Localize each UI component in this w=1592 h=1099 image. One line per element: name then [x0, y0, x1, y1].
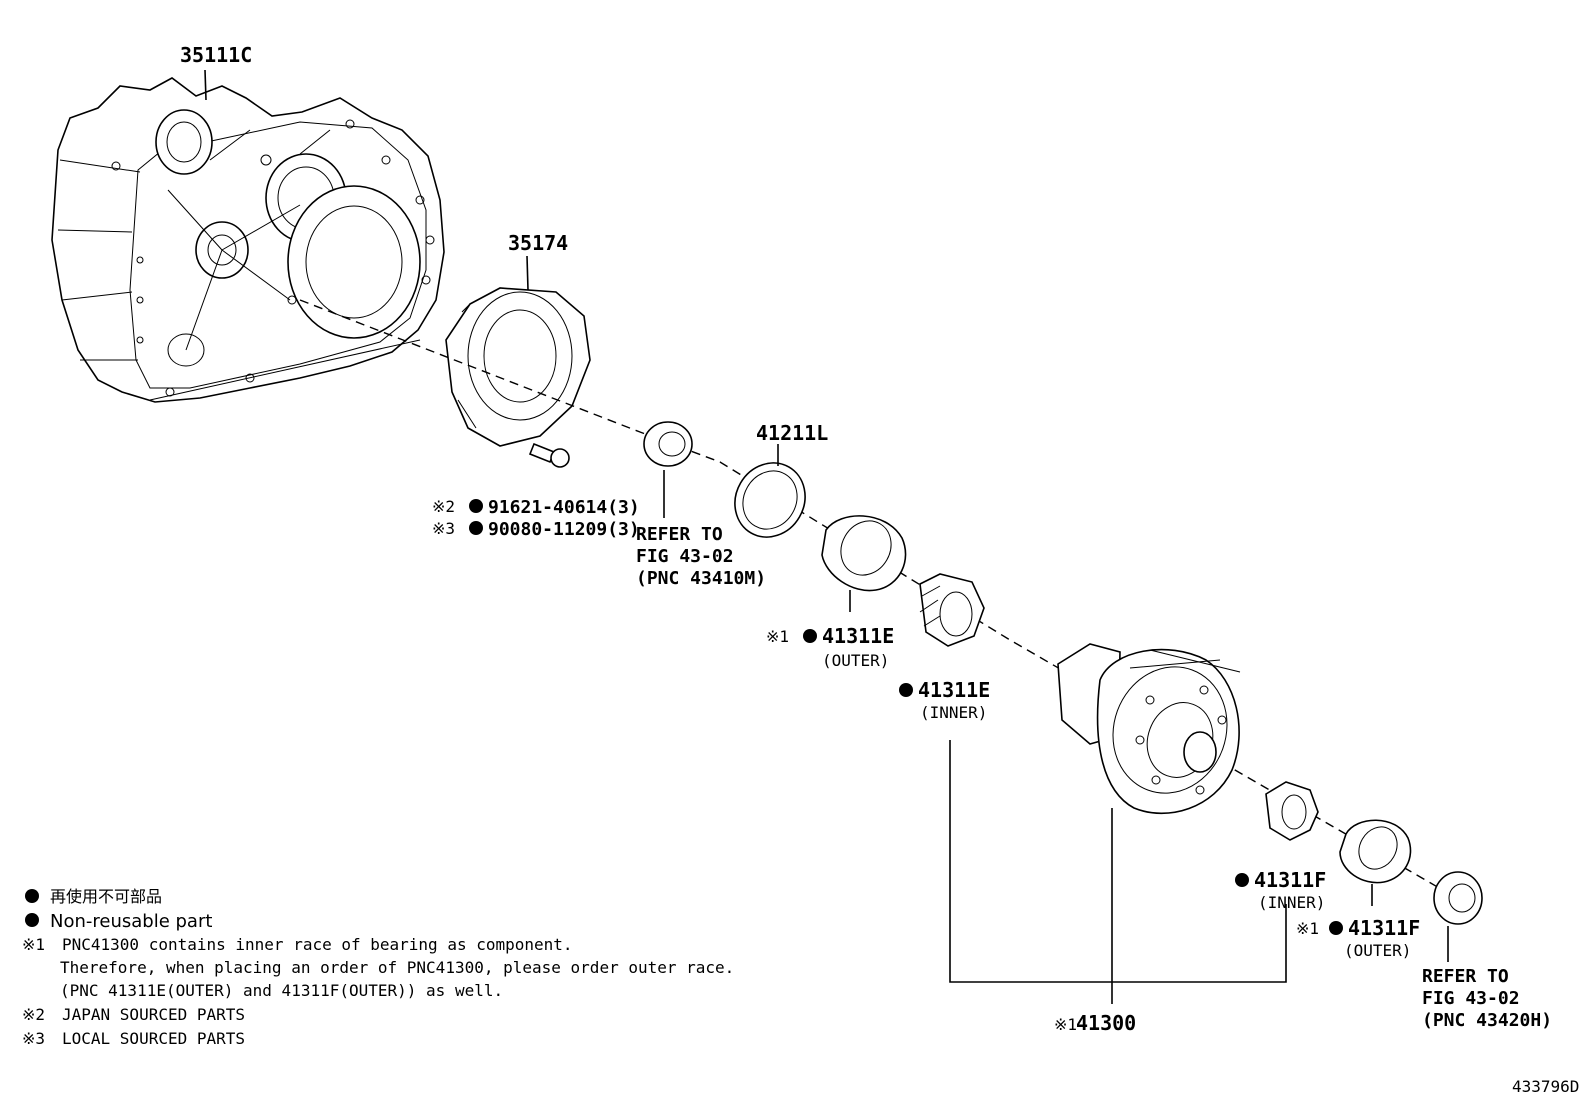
oil-seal-front-drawing — [643, 421, 693, 518]
bolt-drawing — [528, 442, 570, 468]
legend-non-reusable-en: Non-reusable part — [50, 911, 212, 932]
note1-line3: (PNC 41311E(OUTER) and 41311F(OUTER)) as… — [60, 981, 503, 1000]
note3-text: LOCAL SOURCED PARTS — [62, 1029, 245, 1048]
filled-circle-icon — [1329, 921, 1343, 935]
label-shim-pn: 41211L — [756, 421, 828, 445]
oil-seal-rear-drawing — [1433, 871, 1483, 962]
filled-circle-icon — [25, 913, 39, 927]
label-f-outer-sub: (OUTER) — [1344, 941, 1411, 960]
label-refer-rear-l3: (PNC 43420H) — [1422, 1010, 1552, 1031]
shim-drawing — [734, 444, 806, 538]
label-e-outer-sub: (OUTER) — [822, 651, 889, 670]
filled-circle-icon — [469, 521, 483, 535]
filled-circle-icon — [1235, 873, 1249, 887]
outer-race-f-drawing — [1339, 819, 1412, 906]
label-refer-rear-l2: FIG 43-02 — [1422, 988, 1520, 1009]
note1-mark: ※1 — [22, 935, 45, 954]
outer-race-e-drawing — [821, 515, 907, 612]
note2-text: JAPAN SOURCED PARTS — [62, 1005, 245, 1024]
label-assembly-mark: ※1 — [1054, 1015, 1077, 1034]
label-refer-front-l1: REFER TO — [636, 524, 723, 545]
note1-line1: PNC41300 contains inner race of bearing … — [62, 935, 573, 954]
assembly-bracket-line — [949, 740, 1287, 983]
label-refer-front-l3: (PNC 43410M) — [636, 568, 766, 589]
inner-race-f-drawing — [1265, 781, 1319, 841]
label-assembly-pn: 41300 — [1076, 1011, 1136, 1035]
inner-race-e-drawing — [919, 573, 985, 647]
label-refer-front-l2: FIG 43-02 — [636, 546, 734, 567]
legend-non-reusable-jp: 再使用不可部品 — [50, 887, 162, 906]
note1-line2: Therefore, when placing an order of PNC4… — [60, 958, 734, 977]
label-bolt-pn2: 90080-11209(3) — [488, 519, 640, 540]
filled-circle-icon — [899, 683, 913, 697]
label-bolt-pn1: 91621-40614(3) — [488, 497, 640, 518]
label-case-pn: 35111C — [180, 43, 252, 67]
figure-id: 433796D — [1512, 1077, 1579, 1096]
label-e-outer-pn: 41311E — [822, 624, 894, 648]
label-e-inner-sub: (INNER) — [920, 703, 987, 722]
filled-circle-icon — [469, 499, 483, 513]
label-f-outer-mark: ※1 — [1296, 919, 1319, 938]
label-bolt-mark2: ※2 — [432, 497, 455, 516]
differential-assembly-drawing — [1057, 643, 1241, 1004]
filled-circle-icon — [25, 889, 39, 903]
label-f-inner-pn: 41311F — [1254, 868, 1326, 892]
label-e-inner-pn: 41311E — [918, 678, 990, 702]
label-f-outer-pn: 41311F — [1348, 916, 1420, 940]
label-refer-rear-l1: REFER TO — [1422, 966, 1509, 987]
case-cover-drawing — [445, 255, 591, 447]
label-bolt-mark3: ※3 — [432, 519, 455, 538]
label-e-outer-mark: ※1 — [766, 627, 789, 646]
filled-circle-icon — [803, 629, 817, 643]
note2-mark: ※2 — [22, 1005, 45, 1024]
note3-mark: ※3 — [22, 1029, 45, 1048]
transmission-case-drawing — [51, 69, 445, 403]
label-cover-pn: 35174 — [508, 231, 568, 255]
label-f-inner-sub: (INNER) — [1258, 893, 1325, 912]
